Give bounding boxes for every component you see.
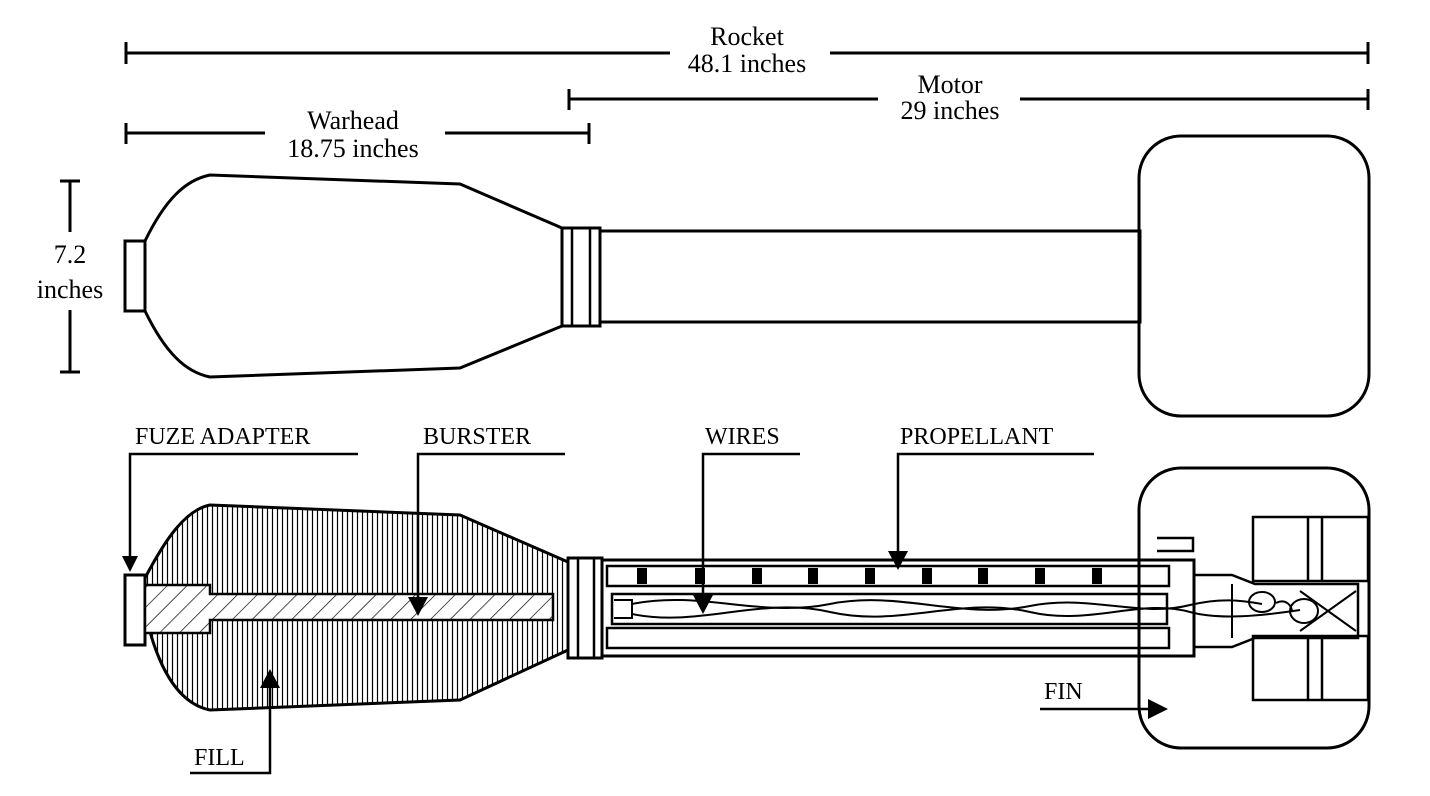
propellant-label: PROPELLANT bbox=[900, 424, 1054, 450]
wires-label: WIRES bbox=[705, 424, 780, 450]
warhead-length-dimension: Warhead 18.75 inches bbox=[124, 106, 591, 163]
rocket-length-dimension: Rocket 48.1 inches bbox=[124, 22, 1370, 78]
motor-cutaway bbox=[600, 558, 1301, 658]
propellant-grain-top bbox=[605, 564, 1171, 588]
exterior-fuze-nose bbox=[123, 239, 147, 313]
exterior-warhead-body bbox=[143, 173, 564, 379]
fuze-adapter-label: FUZE ADAPTER bbox=[135, 424, 310, 450]
exterior-coupler bbox=[560, 226, 602, 328]
propellant-grain-bottom bbox=[605, 626, 1171, 650]
burster-part bbox=[143, 583, 555, 635]
diameter-dimension: 7.2 inches bbox=[37, 179, 103, 374]
motor-length-title: Motor bbox=[918, 70, 983, 99]
cutaway-coupler bbox=[566, 556, 604, 660]
fin-label: FIN bbox=[1044, 679, 1083, 705]
rocket-exterior-view bbox=[123, 134, 1371, 418]
diameter-unit: inches bbox=[37, 275, 103, 304]
fuze-adapter-part bbox=[123, 573, 147, 647]
fill-label: FILL bbox=[194, 745, 245, 771]
callout-fuze-adapter: FUZE ADAPTER bbox=[122, 424, 358, 572]
burster-label: BURSTER bbox=[423, 424, 531, 450]
callout-fill: FILL bbox=[190, 669, 280, 775]
exterior-fin-assembly bbox=[1137, 134, 1371, 418]
rocket-length-title: Rocket bbox=[710, 22, 784, 51]
motor-length-value: 29 inches bbox=[901, 96, 1000, 125]
rocket-length-value: 48.1 inches bbox=[688, 49, 806, 78]
rocket-cutaway-view bbox=[123, 466, 1371, 750]
wires-part bbox=[631, 598, 1301, 619]
diameter-value: 7.2 bbox=[54, 240, 87, 269]
callout-fin: FIN bbox=[1040, 679, 1168, 719]
callout-propellant: PROPELLANT bbox=[888, 424, 1094, 570]
fin-assembly-cutaway bbox=[1137, 466, 1371, 750]
motor-outer-tube bbox=[600, 558, 1196, 658]
warhead-length-title: Warhead bbox=[307, 106, 399, 135]
callout-burster: BURSTER bbox=[408, 424, 565, 616]
exterior-motor-tube bbox=[598, 229, 1142, 324]
callout-wires: WIRES bbox=[693, 424, 800, 614]
propellant-blocks bbox=[637, 568, 1102, 584]
motor-length-dimension: Motor 29 inches bbox=[567, 70, 1370, 125]
warhead-length-value: 18.75 inches bbox=[287, 134, 418, 163]
